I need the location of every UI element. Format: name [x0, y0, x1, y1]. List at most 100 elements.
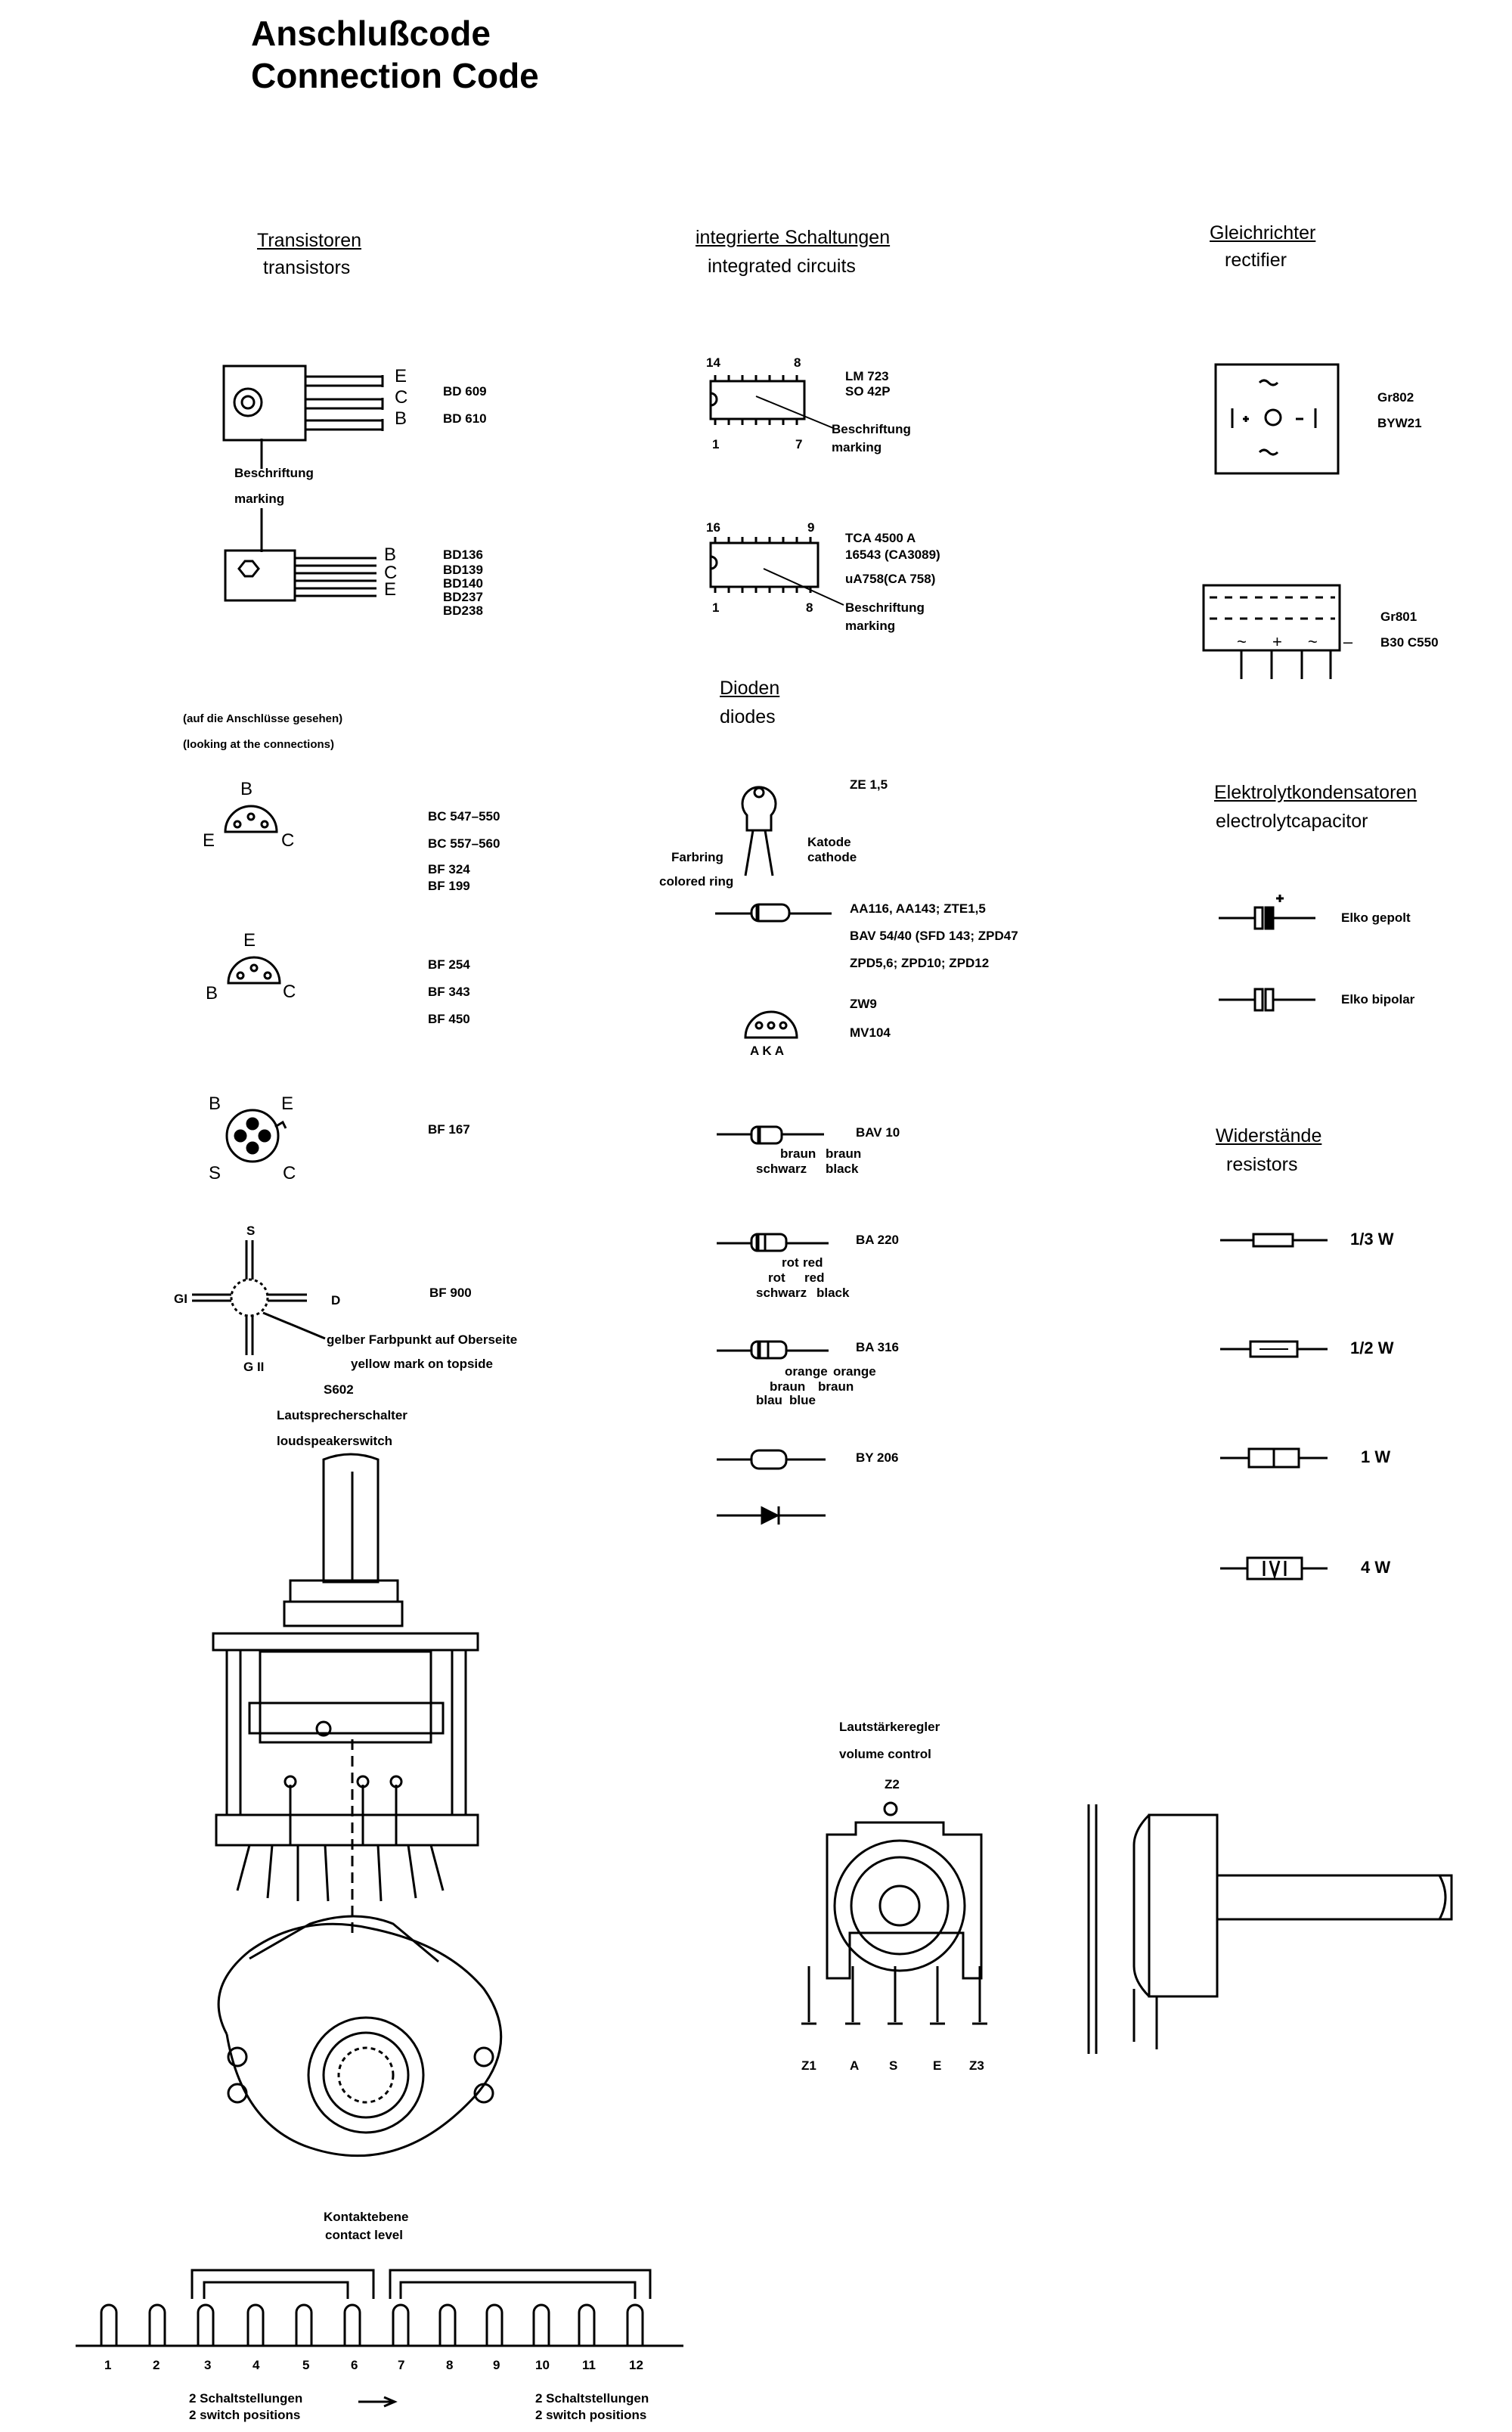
type-bd238: BD238 — [443, 603, 483, 618]
resistor-rating-4w: 4 W — [1361, 1558, 1391, 1577]
contact-level-en: contact level — [325, 2228, 403, 2242]
ic2-marking-de: Beschriftung — [845, 600, 925, 615]
contact-num-8: 8 — [446, 2358, 454, 2372]
type-bf324: BF 324 — [428, 862, 470, 876]
mosfet-pin-g1: GI — [174, 1292, 187, 1306]
type-byw21: BYW21 — [1377, 416, 1422, 430]
type-aa116: AA116, AA143; ZTE1,5 — [850, 901, 986, 916]
ba316-r1-de: orange — [785, 1364, 828, 1379]
ic1-marking-en: marking — [832, 440, 882, 454]
type-bc557: BC 557–560 — [428, 836, 500, 851]
rectifier-heading-de: Gleichrichter — [1210, 222, 1316, 244]
ba220-r1-de: rot — [782, 1255, 799, 1270]
type-ba316: BA 316 — [856, 1340, 900, 1354]
switch-positions-left-en: 2 switch positions — [189, 2408, 301, 2422]
pin-label-c: C — [395, 387, 408, 408]
mosfet-note-de: gelber Farbpunkt auf Oberseite — [327, 1332, 518, 1347]
type-ba220: BA 220 — [856, 1233, 900, 1247]
type-b30c550: B30 C550 — [1380, 635, 1439, 650]
volume-pin-z3: Z3 — [969, 2058, 984, 2073]
ic-16pin — [711, 537, 844, 605]
to72-pin-e: E — [281, 1093, 294, 1114]
to72-pin-c: C — [283, 1163, 296, 1183]
ic-heading-en: integrated circuits — [708, 256, 856, 277]
pin-label-b: B — [395, 408, 407, 429]
diodes-heading-en: diodes — [720, 706, 776, 727]
gr801-pin-marks: ~ + ~ – — [1237, 632, 1364, 651]
note-de: (auf die Anschlüsse gesehen) — [183, 712, 343, 725]
type-bd237: BD237 — [443, 590, 483, 604]
mosfet-bf900 — [192, 1240, 325, 1355]
diode-ba316 — [717, 1342, 829, 1358]
to126-transistor-bd136 — [225, 508, 376, 600]
elko-bipolar-symbol — [1219, 989, 1315, 1010]
type-bd609: BD 609 — [443, 384, 487, 399]
resistor-rating-1w: 1 W — [1361, 1447, 1391, 1466]
capacitor-heading-de: Elektrolytkondensatoren — [1214, 782, 1418, 803]
ic1-marking-de: Beschriftung — [832, 422, 911, 436]
ic2-pin9: 9 — [807, 520, 815, 535]
type-gr801: Gr801 — [1380, 610, 1418, 624]
volume-pin-s: S — [889, 2058, 898, 2073]
ic1-pin1: 1 — [712, 437, 720, 451]
type-so42p: SO 42P — [845, 384, 891, 399]
diode-symbol — [717, 1506, 826, 1525]
note-en: (looking at the connections) — [183, 738, 335, 751]
switch-code: S602 — [324, 1382, 354, 1397]
type-16543: 16543 (CA3089) — [845, 548, 940, 562]
mosfet-pin-s: S — [246, 1224, 256, 1238]
switch-base-plate — [218, 1916, 501, 2156]
bav10-c1-en: braun — [826, 1146, 862, 1161]
pin-label-b2: B — [384, 544, 397, 565]
type-by206: BY 206 — [856, 1450, 899, 1465]
ba220-r3-de: schwarz — [756, 1286, 807, 1300]
diode-zw9-package — [745, 1012, 797, 1038]
type-zw9: ZW9 — [850, 997, 877, 1011]
volume-pin-z2: Z2 — [885, 1777, 900, 1791]
type-bf254: BF 254 — [428, 957, 470, 972]
volume-control-side — [1089, 1804, 1452, 2054]
ba316-r3-de: blau — [756, 1393, 782, 1407]
resistor-rating-1-2w: 1/2 W — [1350, 1339, 1394, 1357]
contact-num-5: 5 — [302, 2358, 310, 2372]
marking-label-en: marking — [234, 492, 285, 506]
transistors-heading-de: Transistoren — [257, 230, 362, 251]
switch-positions-right-en: 2 switch positions — [535, 2408, 647, 2422]
type-bf450: BF 450 — [428, 1012, 470, 1026]
diode-bav10 — [717, 1127, 824, 1143]
to92b-pin-top: E — [243, 930, 256, 951]
ba220-r1-en: red — [803, 1255, 823, 1270]
type-bf199: BF 199 — [428, 879, 470, 893]
volume-control-front — [801, 1803, 987, 2024]
resistor-4w — [1220, 1558, 1328, 1579]
pin-label-e2: E — [384, 579, 397, 600]
colored-ring-de: Farbring — [671, 850, 723, 864]
ba316-r3-en: blue — [789, 1393, 816, 1407]
to92-transistor-b — [228, 957, 280, 983]
type-ua758: uA758(CA 758) — [845, 572, 936, 586]
to92b-pin-right: C — [283, 982, 296, 1002]
contact-num-9: 9 — [493, 2358, 500, 2372]
resistor-1-2w — [1220, 1342, 1328, 1357]
type-mv104: MV104 — [850, 1025, 891, 1040]
contact-num-7: 7 — [398, 2358, 405, 2372]
to92a-pin-left: E — [203, 830, 215, 851]
mosfet-pin-g2: G II — [243, 1360, 265, 1374]
type-bf343: BF 343 — [428, 985, 470, 999]
type-lm723: LM 723 — [845, 369, 889, 383]
type-ze15: ZE 1,5 — [850, 777, 888, 792]
ic2-pin1: 1 — [712, 600, 720, 615]
bav10-c1-de: braun — [780, 1146, 816, 1161]
ic1-pin7: 7 — [795, 437, 803, 451]
pin-label-e: E — [395, 366, 407, 386]
switch-positions-left-de: 2 Schaltstellungen — [189, 2391, 303, 2406]
elko-polar-symbol — [1219, 895, 1315, 929]
cathode-en: cathode — [807, 850, 857, 864]
contact-num-11: 11 — [582, 2358, 596, 2372]
cathode-de: Katode — [807, 835, 851, 849]
type-bd140: BD140 — [443, 576, 483, 591]
resistor-1w — [1220, 1449, 1328, 1467]
contact-num-2: 2 — [153, 2358, 160, 2372]
diode-ze15-package — [742, 787, 776, 876]
type-bd139: BD139 — [443, 563, 483, 577]
